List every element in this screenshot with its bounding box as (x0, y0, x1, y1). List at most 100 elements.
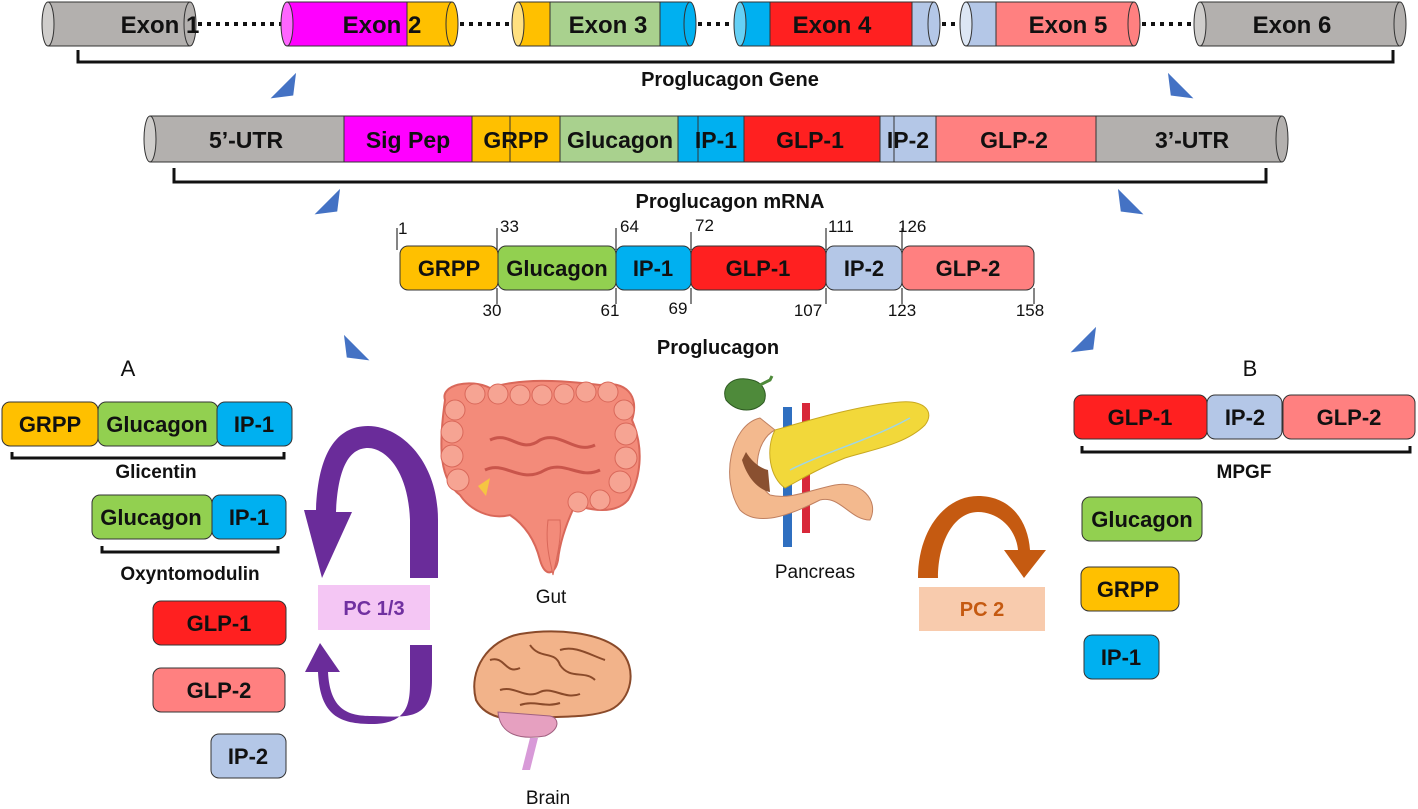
pancreas-label: Pancreas (775, 562, 855, 583)
product-b-ip1-label: IP-1 (1101, 645, 1141, 670)
panel-b: B GLP-1 IP-2 GLP-2 MPGF Glucagon GRPP IP… (1073, 356, 1416, 680)
arrow-protein-to-panel-b (1069, 325, 1097, 353)
gene-label: Proglucagon Gene (641, 69, 819, 91)
exon-3-label: Exon 3 (569, 12, 648, 39)
proglucagon-protein: GRPP Glucagon IP-1 GLP-1 IP-2 GLP-2 1 33… (396, 216, 1044, 359)
exon-6: Exon 6 (1193, 1, 1407, 47)
mrna-bracket (172, 168, 1268, 184)
oxyntomodulin-glucagon-label: Glucagon (100, 505, 201, 530)
residue-end-grpp: 30 (483, 301, 502, 320)
glicentin-grpp-label: GRPP (19, 412, 81, 437)
pc2-box (919, 587, 1045, 631)
pancreas-illustration (724, 375, 930, 547)
exon-5: Exon 5 (959, 1, 1141, 47)
product-b-glucagon (1081, 496, 1203, 542)
pc13-label: PC 1/3 (343, 598, 404, 620)
exon-4: Exon 4 (733, 1, 941, 47)
mpgf-label: MPGF (1217, 462, 1272, 483)
product-a-ip2 (210, 733, 287, 779)
exon-2-label: Exon 2 (343, 12, 422, 39)
brain-label: Brain (526, 788, 570, 809)
domain-ip2-label: IP-2 (844, 256, 884, 281)
product-a-glp1 (152, 600, 287, 646)
product-b-ip1 (1083, 634, 1160, 680)
gene-bracket (76, 50, 1395, 64)
domain-glp1-label: GLP-1 (726, 256, 791, 281)
panel-b-label: B (1243, 356, 1258, 381)
domain-glp2 (901, 245, 1035, 291)
mpgf-glp2 (1282, 394, 1416, 440)
exon-2: Exon 2 (280, 1, 459, 47)
product-a-glp1-label: GLP-1 (187, 611, 252, 636)
product-b-grpp (1080, 566, 1180, 612)
mrna-glp1-label: GLP-1 (776, 127, 844, 153)
arrow-mrna-to-protein-left (313, 187, 341, 215)
residue-end-ip2: 123 (888, 301, 916, 320)
product-b-glucagon-label: Glucagon (1091, 507, 1192, 532)
mrna-grpp-label: GRPP (483, 127, 548, 153)
product-a-glp2-label: GLP-2 (187, 678, 252, 703)
arrow-protein-to-panel-a (343, 333, 371, 361)
exon-1-label: Exon 1 (121, 12, 200, 39)
oxyntomodulin-bracket (100, 546, 280, 554)
mrna-glp2-label: GLP-2 (980, 127, 1048, 153)
arrow-gene-to-mrna-left (269, 71, 297, 99)
mpgf-bracket (1080, 446, 1412, 454)
mrna-ip1-label: IP-1 (695, 127, 737, 153)
brain-illustration (473, 630, 632, 770)
residue-end-glp1: 107 (794, 301, 822, 320)
residue-end-ip1: 69 (669, 299, 688, 318)
proglucagon-label: Proglucagon (657, 337, 779, 359)
glicentin-bracket (10, 452, 286, 460)
residue-start-grpp: 1 (398, 219, 407, 238)
exon-1: Exon 1 (41, 1, 200, 47)
pc2-label: PC 2 (960, 599, 1004, 621)
oxyntomodulin-ip1-label: IP-1 (229, 505, 269, 530)
domain-glucagon-label: Glucagon (506, 256, 607, 281)
arrow-gene-to-mrna-right (1167, 71, 1195, 99)
exon-4-label: Exon 4 (793, 12, 872, 39)
residue-start-glp1: 72 (695, 216, 714, 235)
residue-end-glucagon: 61 (601, 301, 620, 320)
gut-illustration (440, 379, 641, 576)
mrna-label: Proglucagon mRNA (636, 191, 825, 213)
pc13-arrow-upper (304, 426, 438, 578)
residue-start-ip1: 64 (620, 217, 639, 236)
proglucagon-mrna: 5’-UTR Sig Pep GRPP Glucagon IP-1 GLP-1 … (143, 115, 1289, 213)
exon-5-label: Exon 5 (1029, 12, 1108, 39)
panel-a-label: A (121, 356, 136, 381)
mpgf-ip2 (1206, 394, 1283, 440)
mrna-5utr-label: 5’-UTR (209, 127, 284, 153)
mrna-3utr-label: 3’-UTR (1155, 127, 1230, 153)
domain-glp2-label: GLP-2 (936, 256, 1001, 281)
pc13-arrow-lower (305, 643, 432, 724)
glicentin-ip1-label: IP-1 (234, 412, 274, 437)
oxyntomodulin-ip1 (211, 494, 287, 540)
product-a-ip2-label: IP-2 (228, 744, 268, 769)
mrna-ip2-label: IP-2 (887, 127, 929, 153)
mpgf-glp1-label: GLP-1 (1108, 405, 1173, 430)
mpgf-glp2-label: GLP-2 (1317, 405, 1382, 430)
glicentin-label: Glicentin (115, 462, 196, 483)
mrna-sigpep-label: Sig Pep (366, 127, 450, 153)
residue-start-glucagon: 33 (500, 217, 519, 236)
residue-end-glp2: 158 (1016, 301, 1044, 320)
proglucagon-gene: Exon 1 Exon 2 Exon 3 Exo (41, 1, 1407, 91)
pc2-arrow (918, 496, 1046, 578)
residue-start-ip2: 111 (828, 217, 854, 236)
exon-3: Exon 3 (511, 1, 697, 47)
domain-grpp-label: GRPP (418, 256, 480, 281)
exon-6-label: Exon 6 (1253, 12, 1332, 39)
product-a-glp2 (152, 667, 286, 713)
domain-ip1-label: IP-1 (633, 256, 673, 281)
residue-ticks (396, 228, 1035, 304)
panel-a: A GRPP Glucagon IP-1 Glicentin Glucagon … (1, 356, 438, 779)
product-b-grpp-label: GRPP (1097, 577, 1159, 602)
mrna-glucagon-label: Glucagon (567, 127, 673, 153)
pc2-group: PC 2 (918, 496, 1046, 631)
oxyntomodulin-label: Oxyntomodulin (120, 564, 259, 585)
pc13-box (318, 585, 430, 630)
mpgf-ip2-label: IP-2 (1225, 405, 1265, 430)
arrow-mrna-to-protein-right (1117, 187, 1145, 215)
